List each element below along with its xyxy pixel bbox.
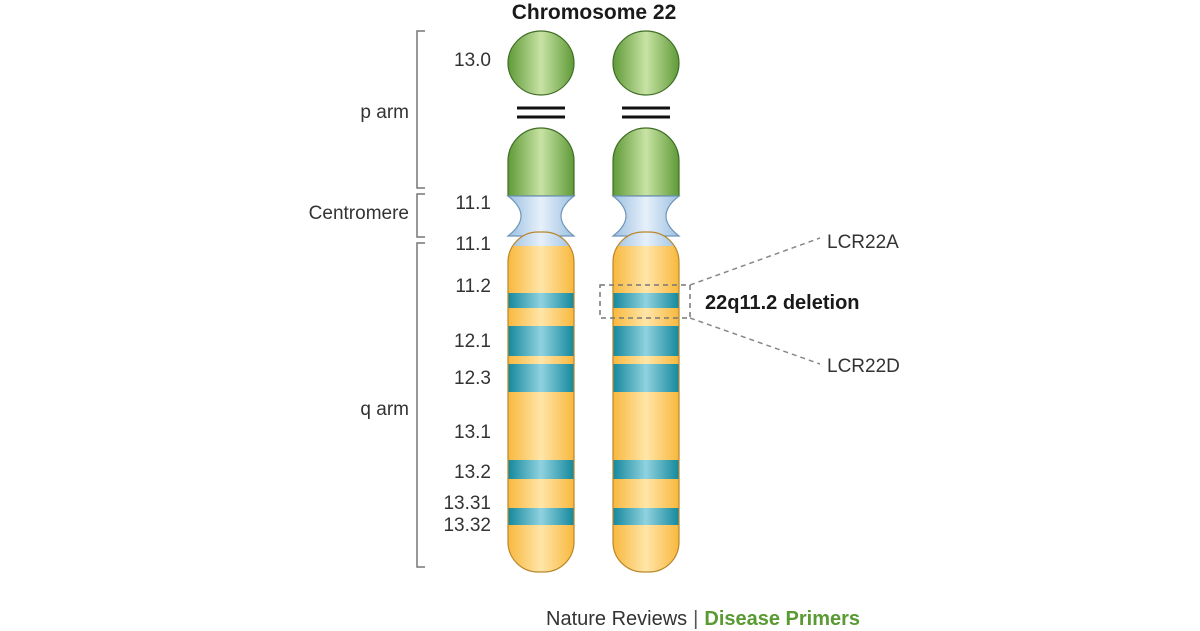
dark-band-11-2: [613, 293, 679, 308]
dark-band-12-3: [508, 364, 574, 392]
band-label-12-1: 12.1: [454, 331, 491, 352]
dark-band-11-2: [508, 293, 574, 308]
q-arm-bracket: [416, 242, 425, 568]
dark-band-13-31: [508, 508, 574, 525]
centromere-segment: [611, 195, 681, 237]
p-arm-segment: [612, 127, 680, 197]
deletion-label: 22q11.2 deletion: [705, 292, 860, 314]
q-arm-label: q arm: [360, 399, 409, 420]
band-label-11-1-q: 11.1: [455, 234, 491, 255]
source-credit: Nature Reviews|Disease Primers: [546, 608, 860, 631]
band-label-13-31: 13.31: [443, 493, 491, 514]
centromere-bracket: [416, 193, 425, 238]
lcr22a-label: LCR22A: [827, 232, 899, 253]
band-label-13-32: 13.32: [443, 515, 491, 536]
deletion-region-box: [599, 284, 691, 319]
band-label-11-2: 11.2: [455, 276, 491, 297]
dark-band-12-1: [613, 326, 679, 356]
series-name: Disease Primers: [704, 608, 861, 630]
diagram-title: Chromosome 22: [512, 1, 677, 24]
p-arm-segment: [507, 127, 575, 197]
q-arm-outline: [507, 231, 575, 573]
credit-separator: |: [693, 608, 699, 630]
dark-band-13-2: [613, 460, 679, 479]
p-arm-satellite: [612, 30, 680, 96]
callout-line-lcr22d: [689, 317, 821, 365]
chromosome-left: [506, 30, 576, 573]
p-arm-label: p arm: [360, 102, 409, 123]
p-arm-bracket: [416, 30, 425, 189]
p-arm-satellite: [507, 30, 575, 96]
dark-band-13-2: [508, 460, 574, 479]
callout-line-lcr22a: [689, 237, 821, 286]
band-label-13-0: 13.0: [454, 50, 491, 71]
lcr22d-label: LCR22D: [827, 356, 900, 377]
band-label-13-2: 13.2: [454, 462, 491, 483]
band-label-11-1-p: 11.1: [455, 193, 491, 214]
band-label-13-1: 13.1: [454, 422, 491, 443]
dark-band-13-31: [613, 508, 679, 525]
chromosome-right: [611, 30, 681, 573]
centromere-label: Centromere: [309, 203, 409, 224]
dark-band-12-1: [508, 326, 574, 356]
q-arm-outline: [612, 231, 680, 573]
band-label-12-3: 12.3: [454, 368, 491, 389]
centromere-segment: [506, 195, 576, 237]
journal-name: Nature Reviews: [546, 608, 688, 630]
dark-band-12-3: [613, 364, 679, 392]
